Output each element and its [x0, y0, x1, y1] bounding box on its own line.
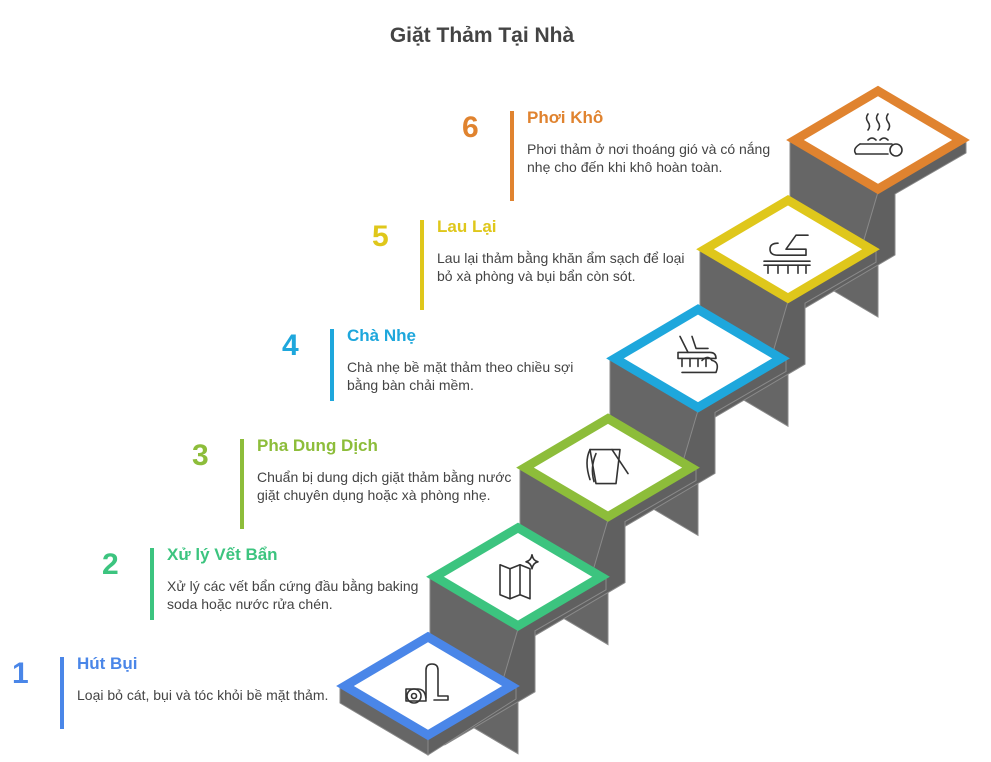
page-title: Giặt Thảm Tại Nhà: [389, 24, 575, 47]
step-title: Chà Nhẹ: [347, 326, 416, 346]
step-top-diamond: [516, 413, 700, 522]
step-title: Lau Lại: [437, 217, 497, 237]
step-description: Loại bỏ cát, bụi và tóc khỏi bề mặt thảm…: [77, 687, 329, 703]
bucket-icon: [586, 448, 629, 485]
step-top-diamond: [336, 631, 520, 741]
step-description: Chuẩn bị dung dịch giặt thảm bằng nước g…: [257, 468, 512, 503]
step-divider: [60, 657, 64, 729]
step-top-diamond: [426, 522, 610, 632]
step-divider: [150, 547, 154, 620]
step-title: Phơi Khô: [527, 108, 604, 127]
step-number: 1: [12, 657, 29, 690]
step-divider: [510, 111, 514, 201]
step-number: 3: [192, 438, 209, 472]
step-title: Hút Bụi: [77, 654, 138, 673]
step-divider: [330, 329, 334, 402]
step-divider: [420, 220, 424, 311]
step-description: Phơi thảm ở nơi thoáng gió và có nắng nh…: [527, 141, 771, 175]
stair-step-3: [516, 413, 700, 646]
step-number: 5: [372, 220, 389, 254]
stair-step-1: [336, 631, 520, 756]
step-number: 4: [282, 329, 299, 363]
step-title: Pha Dung Dịch: [257, 435, 378, 455]
drying-rug-icon: [853, 113, 903, 157]
step-description: Chà nhẹ bề mặt thảm theo chiều sợi bằng …: [347, 359, 574, 394]
step-number: 6: [462, 111, 479, 144]
step-number: 2: [102, 547, 119, 581]
step-divider: [240, 438, 244, 529]
step-description: Lau lại thảm bằng khăn ẩm sạch để loại b…: [437, 250, 685, 285]
scrub-brush-icon: [677, 335, 719, 374]
step-description: Xử lý các vết bẩn cứng đầu bằng baking s…: [167, 577, 419, 612]
vacuum-cleaner-icon: [405, 663, 449, 704]
towel-wipe-icon: [763, 234, 811, 274]
sparkle-map-icon: [499, 553, 539, 600]
step-top-diamond: [786, 85, 970, 195]
step-title: Xử lý Vết Bẩn: [167, 544, 278, 564]
